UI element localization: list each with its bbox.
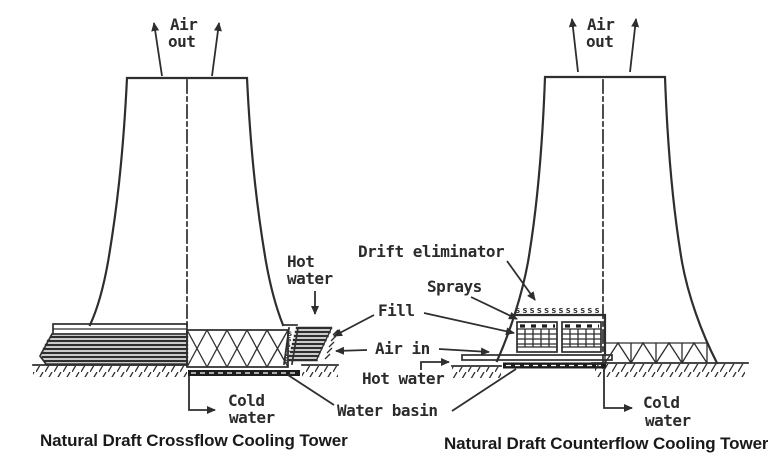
crossflow-hot-water-label-1: Hot [287, 252, 314, 271]
basin-deck [461, 354, 613, 361]
lattice-bracing [186, 329, 289, 368]
crossflow-air-out-label-2: out [168, 32, 195, 51]
right-fill-louvers [287, 326, 333, 362]
counterflow-cold-water-label-2: water [645, 411, 691, 430]
counterflow-tower: Air out ssssssssssss Hot water Cold wate… [362, 15, 749, 430]
eliminator-s-glyph: s [287, 335, 292, 344]
counterflow-cold-water-label-1: Cold [643, 393, 680, 412]
counterflow-hot-water-label: Hot water [362, 369, 444, 388]
fill-label: Fill [378, 301, 415, 320]
ground-hatch-left [33, 366, 187, 377]
air-out-arrow-right [629, 18, 640, 73]
counterflow-cold-water-arrow [603, 369, 633, 412]
air-in-arrow-left [335, 346, 368, 355]
counterflow-caption: Natural Draft Counterflow Cooling Tower [444, 434, 768, 453]
drift-eliminator-pointer [506, 260, 536, 301]
counterflow-shell [495, 75, 719, 365]
water-basin-pointer-left [287, 374, 335, 406]
air-in-label: Air in [375, 339, 430, 358]
crossflow-cold-water-label-1: Cold [228, 391, 265, 410]
eliminator-s-glyph: s [285, 351, 290, 360]
counterflow-air-out-label-1: Air [587, 15, 614, 34]
fill-cell-left [516, 321, 558, 353]
counterflow-hot-water-arrow [420, 358, 450, 370]
crossflow-eliminator-column [283, 327, 299, 365]
fill-pointer-right [423, 312, 515, 336]
eliminator-housing [511, 313, 607, 357]
drift-eliminator-label: Drift eliminator [358, 242, 504, 261]
sprays-pointer [470, 296, 518, 320]
eliminator-s-glyph: s [288, 329, 293, 338]
crossflow-shell [88, 76, 285, 327]
callout-labels: Drift eliminator Sprays Fill Air in Wate… [287, 242, 536, 420]
water-basin-pointer-right [451, 368, 517, 412]
crossflow-caption: Natural Draft Crossflow Cooling Tower [40, 431, 348, 450]
support-truss [604, 341, 708, 365]
sprays-label: Sprays [427, 277, 482, 296]
air-in-arrow-right [438, 347, 490, 356]
crossflow-air-out-label-1: Air [170, 15, 197, 34]
ground-hatch-right [595, 364, 745, 377]
fill-pointer-left [333, 314, 375, 337]
air-out-arrow-left [151, 22, 163, 77]
crossflow-water-basin [188, 370, 300, 376]
crossflow-hot-water-label-2: water [287, 269, 333, 288]
left-fill-louvers [40, 335, 189, 366]
ground-hatch-inlet [452, 367, 501, 378]
fill-grid-left [517, 328, 557, 348]
air-out-arrow-right [211, 22, 222, 77]
left-fill-louver-edge [38, 332, 54, 366]
eliminator-s-glyph: s [285, 346, 290, 355]
ground-hatch-mid [302, 366, 338, 377]
eliminator-row-texture: ssssssssssss [515, 306, 602, 316]
crossflow-tower: Air out s s s s s s Hot water [32, 15, 339, 427]
fill-grid-right [562, 328, 601, 348]
crossflow-cold-water-arrow [188, 376, 216, 414]
counterflow-air-out-label-2: out [586, 32, 613, 51]
fill-cell-right [561, 321, 602, 353]
water-basin-label: Water basin [337, 401, 437, 420]
eliminator-s-glyph: s [286, 340, 291, 349]
air-out-arrow-left [568, 18, 579, 73]
crossflow-cold-water-label-2: water [229, 408, 275, 427]
eliminator-s-glyph: s [284, 356, 289, 365]
